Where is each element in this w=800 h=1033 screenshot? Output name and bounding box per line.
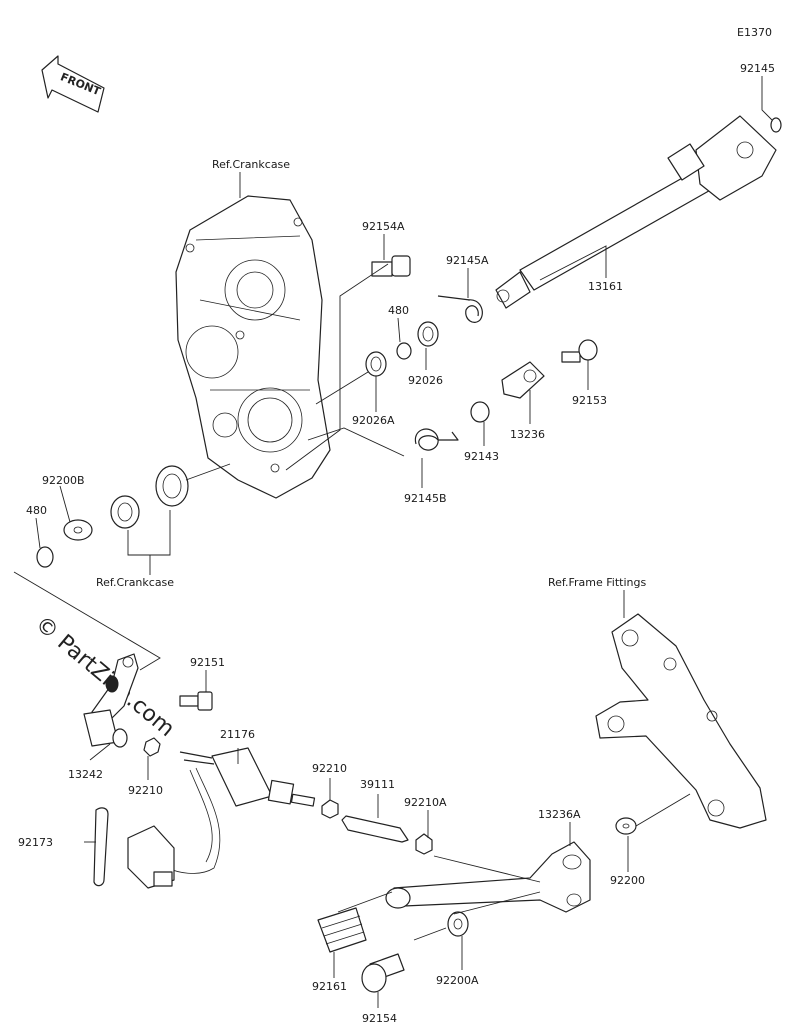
diagram-code: E1370 xyxy=(737,26,772,39)
circlip-480-left xyxy=(36,546,54,568)
label-13161: 13161 xyxy=(588,280,623,293)
label-92210-mid: 92210 xyxy=(312,762,347,775)
oil-seal xyxy=(110,495,140,529)
label-92143: 92143 xyxy=(464,450,499,463)
washer-92200a xyxy=(447,911,469,937)
washer-92026 xyxy=(417,321,439,347)
band-92173 xyxy=(93,807,109,887)
ref-crankcase-bottom: Ref.Crankcase xyxy=(96,576,174,589)
label-92154a: 92154A xyxy=(362,220,405,233)
circlip-92145 xyxy=(770,117,782,133)
label-13242: 13242 xyxy=(68,768,103,781)
label-13236a: 13236A xyxy=(538,808,581,821)
connector xyxy=(127,825,175,889)
label-92173: 92173 xyxy=(18,836,53,849)
washer-92200b xyxy=(63,519,93,541)
circlip-480-top xyxy=(396,342,412,360)
collar-92143 xyxy=(470,401,490,423)
needle-bearing xyxy=(155,465,189,507)
leader-lines xyxy=(13,76,773,1008)
nut-92210a xyxy=(415,833,433,855)
label-92026: 92026 xyxy=(408,374,443,387)
shift-sensor-21176 xyxy=(167,747,316,874)
label-92145: 92145 xyxy=(740,62,775,75)
label-13236: 13236 xyxy=(510,428,545,441)
label-92161: 92161 xyxy=(312,980,347,993)
label-92026a: 92026A xyxy=(352,414,395,427)
shift-pedal-13236a xyxy=(385,841,591,913)
label-92200b: 92200B xyxy=(42,474,85,487)
spring-92145a xyxy=(437,295,483,323)
rod-39111 xyxy=(341,815,409,843)
front-arrow-icon: FRONT xyxy=(41,55,105,113)
rubber-92161 xyxy=(317,907,367,953)
bolt-92153 xyxy=(561,339,598,363)
ref-frame-fittings: Ref.Frame Fittings xyxy=(548,576,646,589)
spring-92145b xyxy=(414,428,459,451)
crankcase xyxy=(175,195,331,499)
bolt-92154a xyxy=(371,255,411,277)
shift-arm-13242 xyxy=(83,653,139,748)
part-labels: 92145 92154A 92145A 13161 480 92026 9215… xyxy=(18,62,775,1025)
label-92200: 92200 xyxy=(610,874,645,887)
label-92200a: 92200A xyxy=(436,974,479,987)
label-92210a: 92210A xyxy=(404,796,447,809)
frame-fittings xyxy=(595,613,767,829)
label-480-top: 480 xyxy=(388,304,409,317)
label-92151: 92151 xyxy=(190,656,225,669)
nut-92210-left xyxy=(143,737,161,757)
label-92145a: 92145A xyxy=(446,254,489,267)
bolt-92151 xyxy=(179,691,213,711)
label-92153: 92153 xyxy=(572,394,607,407)
label-39111: 39111 xyxy=(360,778,395,791)
shift-shaft xyxy=(495,115,777,309)
label-21176: 21176 xyxy=(220,728,255,741)
label-92210-left: 92210 xyxy=(128,784,163,797)
label-92145b: 92145B xyxy=(404,492,447,505)
lever-13236 xyxy=(501,361,545,399)
washer-92026a xyxy=(365,351,387,377)
washer-92200 xyxy=(615,817,637,835)
ref-crankcase-top: Ref.Crankcase xyxy=(212,158,290,171)
nut-92210-mid xyxy=(321,799,339,819)
label-92154: 92154 xyxy=(362,1012,397,1025)
label-480-left: 480 xyxy=(26,504,47,517)
bolt-92154 xyxy=(361,953,405,993)
